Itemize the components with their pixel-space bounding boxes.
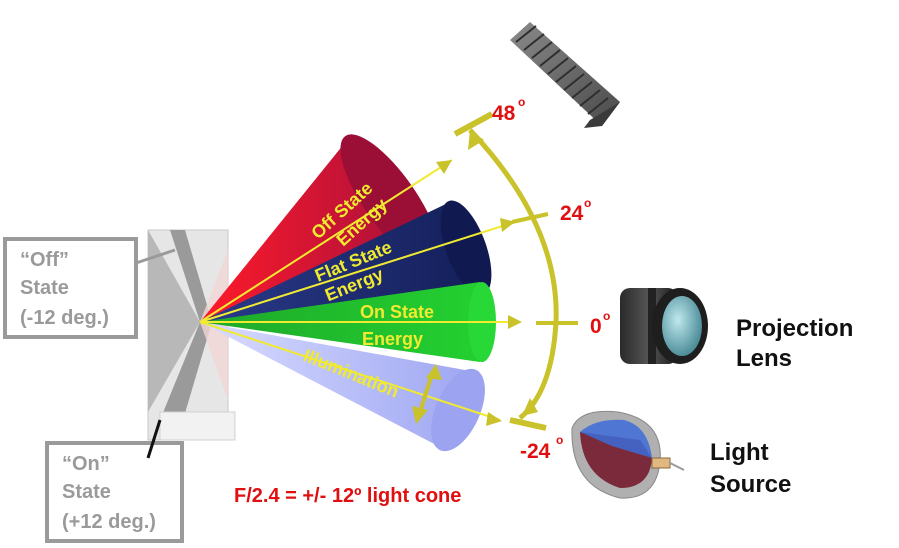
svg-text:0: 0 — [590, 315, 602, 338]
projection-lens-label: Projection Lens — [736, 315, 853, 372]
svg-text:Lens: Lens — [736, 345, 792, 372]
angle-neg24-label: -24 o — [520, 433, 563, 463]
angle-0-label: 0 o — [590, 309, 610, 338]
svg-text:“On”: “On” — [62, 453, 110, 475]
on-state-label: On State Energy — [360, 302, 434, 349]
ray-arrowheads — [436, 160, 522, 426]
angle-48-label: 48 o — [492, 95, 525, 125]
grating-teeth — [515, 25, 609, 115]
svg-text:State: State — [62, 481, 111, 503]
svg-text:State: State — [20, 277, 69, 299]
svg-text:Projection: Projection — [736, 315, 853, 342]
center-rays — [199, 159, 520, 421]
svg-text:o: o — [518, 95, 525, 109]
svg-text:o: o — [584, 196, 591, 210]
light-source-label: Light Source — [710, 439, 791, 498]
angle-arc — [453, 111, 578, 431]
arc-arrowheads — [468, 130, 538, 416]
svg-text:“Off”: “Off” — [20, 249, 69, 271]
grating — [510, 22, 620, 128]
off-state-box: “Off” State (-12 deg.) — [3, 237, 176, 339]
on-state-box: “On” State (+12 deg.) — [45, 419, 184, 543]
svg-text:o: o — [556, 433, 563, 447]
projection-lens-icon — [620, 288, 708, 364]
micromirror-device — [147, 229, 236, 441]
svg-text:(-12 deg.): (-12 deg.) — [20, 307, 109, 329]
svg-text:Light: Light — [710, 439, 769, 466]
illumination-width-arrow — [412, 364, 442, 424]
angle-24-label: 24 o — [560, 196, 591, 225]
svg-text:-24: -24 — [520, 440, 551, 463]
light-cone-formula: F/2.4 = +/- 12º light cone — [234, 485, 461, 507]
svg-text:24: 24 — [560, 202, 584, 225]
svg-text:(+12 deg.): (+12 deg.) — [62, 511, 156, 533]
svg-text:Energy: Energy — [362, 329, 423, 349]
svg-text:o: o — [603, 309, 610, 323]
svg-text:On State: On State — [360, 302, 434, 322]
svg-text:48: 48 — [492, 102, 516, 125]
light-source-icon — [571, 410, 685, 499]
svg-text:Source: Source — [710, 471, 791, 498]
illumination-cone — [200, 322, 485, 452]
